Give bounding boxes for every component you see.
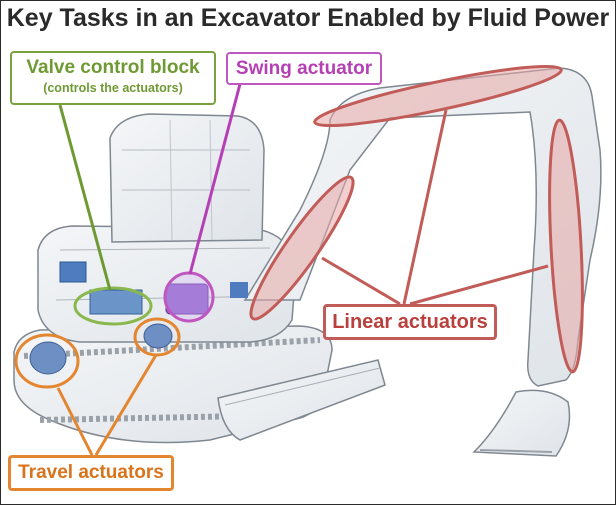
bucket-cylinder-highlight	[548, 118, 584, 374]
operator-cab	[109, 113, 265, 243]
boom-cylinder-highlight	[249, 175, 355, 321]
valve-block-highlight	[73, 286, 153, 326]
valve-control-block-title: Valve control block	[26, 57, 200, 78]
arm-cylinder-highlight	[313, 64, 563, 128]
valve-control-block-subtitle: (controls the actuators)	[43, 81, 183, 95]
swing-pointer-lines	[188, 83, 242, 275]
travel-motor-components	[29, 323, 173, 375]
linear-pointer-lines	[321, 109, 549, 306]
swing-actuator-highlight	[163, 271, 215, 323]
left-travel-highlight	[14, 333, 80, 389]
figure-title: Key Tasks in an Excavator Enabled by Flu…	[6, 4, 610, 32]
valve-pointer-lines	[58, 104, 112, 291]
valve-block-component	[59, 261, 248, 315]
right-travel-highlight	[133, 317, 181, 357]
travel-pointer-lines	[56, 354, 158, 456]
swing-actuator-label: Swing actuator	[226, 52, 382, 85]
linear-actuators-label: Linear actuators	[323, 304, 497, 340]
linear-actuator-highlights	[249, 64, 584, 374]
dozer-blade	[217, 359, 386, 441]
valve-control-block-label: Valve control block (controls the actuat…	[10, 51, 216, 105]
bucket	[472, 389, 571, 457]
travel-actuators-label: Travel actuators	[8, 455, 174, 491]
